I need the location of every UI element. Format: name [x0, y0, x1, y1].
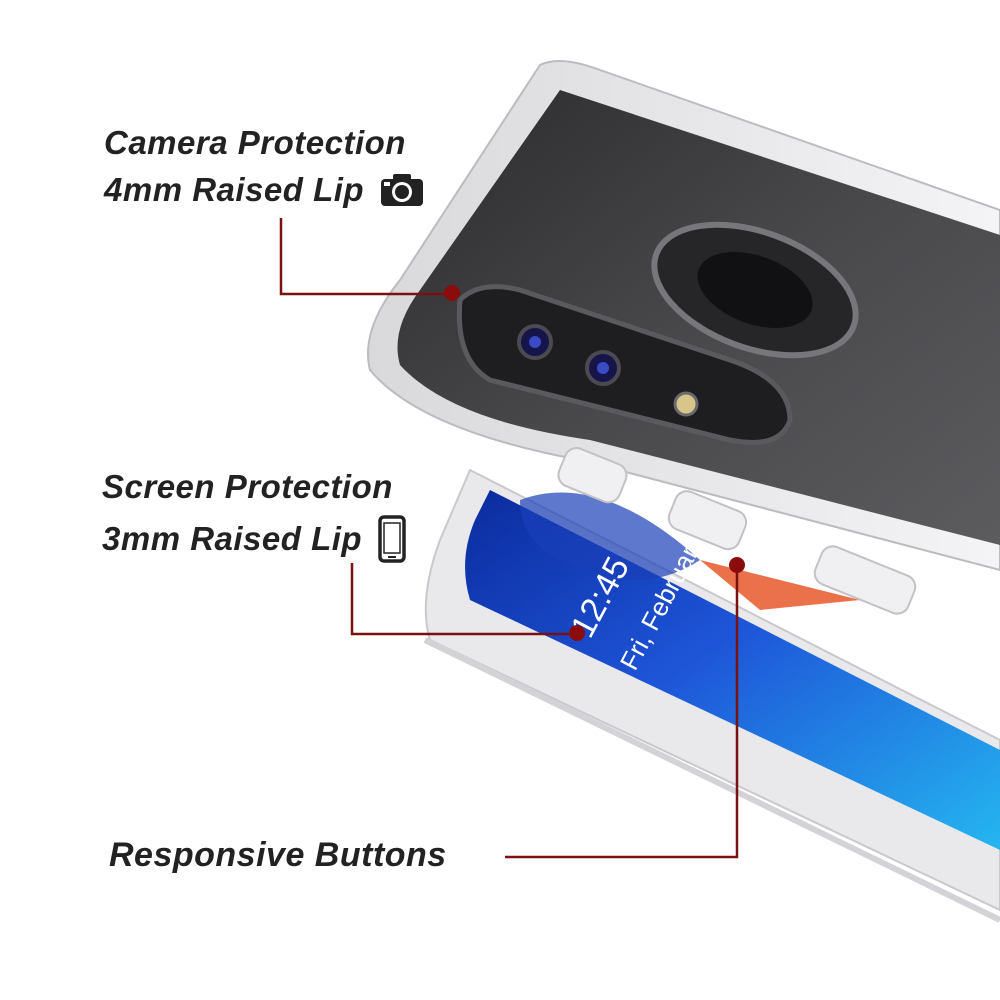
camera-lip-text: 4mm Raised Lip: [104, 171, 365, 209]
screen-dot: [569, 625, 585, 641]
screen-leader: [350, 563, 577, 636]
camera-protection-title: Camera Protection: [104, 124, 406, 161]
camera-leader: [279, 218, 452, 296]
case-side-buttons: [557, 447, 917, 615]
phone-screen: [465, 490, 1000, 850]
screen-protection-label: Screen Protection 3mm Raised Lip: [102, 470, 406, 568]
phone-icon: [378, 515, 406, 568]
leader-lines: [279, 218, 739, 859]
fingerprint-sensor: [651, 221, 859, 359]
responsive-buttons-label: Responsive Buttons: [109, 838, 447, 872]
buttons-dot: [729, 557, 745, 573]
phone-back-with-case: [367, 60, 1000, 615]
camera-dot: [444, 285, 460, 301]
camera-flash: [673, 391, 699, 417]
camera-icon: [380, 173, 424, 212]
responsive-buttons-title: Responsive Buttons: [109, 836, 447, 874]
buttons-leader: [505, 565, 739, 859]
phone-front: 12:45 Fri, February 22: [423, 468, 1000, 923]
screen-lip-text: 3mm Raised Lip: [102, 520, 363, 558]
screen-protection-title: Screen Protection: [102, 468, 393, 505]
camera-module: [456, 284, 793, 445]
leader-dots: [444, 285, 745, 641]
camera-protection-label: Camera Protection 4mm Raised Lip: [104, 126, 424, 212]
